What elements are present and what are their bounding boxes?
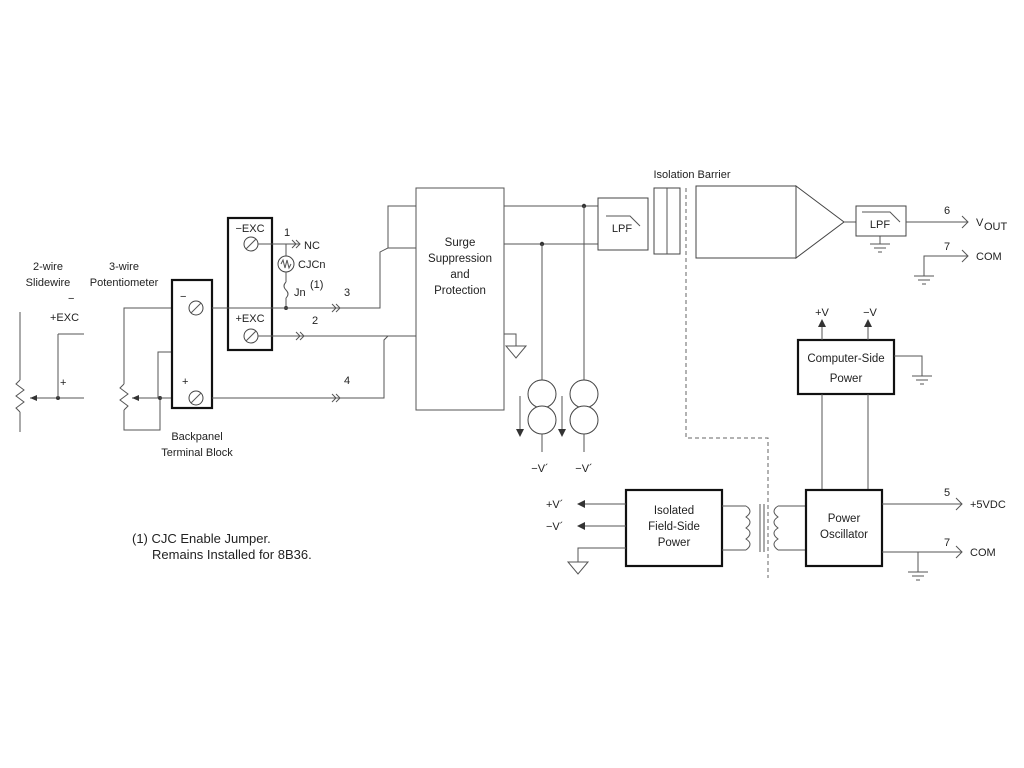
two-wire-label-2: Slidewire <box>26 277 71 289</box>
jn-sup-label: (1) <box>310 279 323 291</box>
amplifier-block <box>695 185 856 259</box>
surge-label-1: Surge <box>445 237 476 249</box>
neg-v-prime-1-label: −V´ <box>531 463 548 475</box>
ground-icon-field <box>566 561 590 575</box>
backpanel-label-1: Backpanel <box>171 431 222 443</box>
minus-v-prime-label: −V´ <box>546 521 563 533</box>
isolated-field-label-1: Isolated <box>654 505 694 517</box>
lpf-2-block: LPF <box>855 205 907 253</box>
cjc-circuit: 1 NC CJCn Jn (1) 3 2 4 <box>212 227 350 403</box>
com-output-a: 7 COM <box>914 241 1002 285</box>
transformer <box>722 504 806 552</box>
pin-1-label: 1 <box>284 227 290 239</box>
resistor-slidewire <box>15 379 25 413</box>
jn-label: Jn <box>294 287 306 299</box>
power-osc-label-1: Power <box>828 513 861 525</box>
three-wire-label-2: Potentiometer <box>90 277 159 289</box>
minus-left-label: − <box>68 293 74 305</box>
current-source-2: −V´ <box>558 379 599 475</box>
pin-6-label: 6 <box>944 205 950 217</box>
isolated-field-label-2: Field-Side <box>648 521 700 533</box>
com-a-label: COM <box>976 251 1002 263</box>
com-b-label: COM <box>970 547 996 559</box>
vout-v-label: V <box>976 217 984 229</box>
isolation-barrier-label: Isolation Barrier <box>653 169 730 181</box>
power-osc-label-2: Oscillator <box>820 529 868 541</box>
isolated-field-side-power: Isolated Field-Side Power +V´ −V´ <box>546 488 724 575</box>
plus-v-prime-label: +V´ <box>546 499 563 511</box>
jumper-icon <box>283 281 289 299</box>
vout-output: 6 V OUT <box>906 205 1008 233</box>
pos-exc-label: +EXC <box>235 313 264 325</box>
current-source-1: −V´ <box>516 379 557 475</box>
isolation-barrier: Isolation Barrier <box>653 169 769 578</box>
pin-3-label: 3 <box>344 287 350 299</box>
term-plus-label: + <box>182 376 188 388</box>
input-wiring <box>336 205 416 399</box>
computer-side-label-1: Computer-Side <box>807 353 884 365</box>
footnote: (1) CJC Enable Jumper. Remains Installed… <box>132 531 312 562</box>
surge-label-2: Suppression <box>428 253 492 265</box>
computer-side-power: Computer-Side Power +V −V <box>796 307 932 490</box>
pin-5-label: 5 <box>944 487 950 499</box>
note-line-2: Remains Installed for 8B36. <box>152 547 312 562</box>
lpf-1-block: LPF <box>597 197 649 251</box>
pin-4-label: 4 <box>344 375 350 387</box>
three-wire-potentiometer: 3-wire Potentiometer <box>90 261 180 431</box>
nc-label: NC <box>304 240 320 252</box>
neg-exc-label: −EXC <box>235 223 264 235</box>
plus-5vdc-output: 5 +5VDC <box>882 487 1006 511</box>
plus-5vdc-label: +5VDC <box>970 499 1006 511</box>
note-line-1: (1) CJC Enable Jumper. <box>132 531 271 546</box>
backpanel-label-2: Terminal Block <box>161 447 233 459</box>
computer-side-label-2: Power <box>830 373 863 385</box>
vout-sub-label: OUT <box>984 221 1008 233</box>
three-wire-label-1: 3-wire <box>109 261 139 273</box>
term-minus-label: − <box>180 291 186 303</box>
com-output-b: 7 COM <box>882 537 996 581</box>
power-oscillator: Power Oscillator <box>804 488 884 568</box>
pin-7b-label: 7 <box>944 537 950 549</box>
surge-output-wiring <box>504 203 598 380</box>
lpf-1-label: LPF <box>612 223 632 235</box>
isolated-field-label-3: Power <box>658 537 691 549</box>
ground-icon <box>504 345 528 359</box>
surge-label-4: Protection <box>434 285 486 297</box>
pin-7a-label: 7 <box>944 241 950 253</box>
surge-suppression-block: Surge Suppression and Protection <box>415 187 528 411</box>
resistor-pot <box>119 383 129 411</box>
cjcn-label: CJCn <box>298 259 326 271</box>
plus-left-label: + <box>60 377 66 389</box>
plus-exc-left-label: +EXC <box>50 312 79 324</box>
pin-2-label: 2 <box>312 315 318 327</box>
neg-v-prime-2-label: −V´ <box>575 463 592 475</box>
backpanel-terminal-block: − + Backpanel Terminal Block <box>161 278 233 459</box>
lpf-2-label: LPF <box>870 219 890 231</box>
exc-terminal-block: −EXC +EXC <box>226 216 274 352</box>
plus-v-label: +V <box>815 307 829 319</box>
surge-label-3: and <box>450 269 469 281</box>
amplifier-triangle <box>795 185 845 259</box>
minus-v-label: −V <box>863 307 877 319</box>
two-wire-slidewire: 2-wire Slidewire − +EXC + <box>15 261 84 432</box>
two-wire-label-1: 2-wire <box>33 261 63 273</box>
